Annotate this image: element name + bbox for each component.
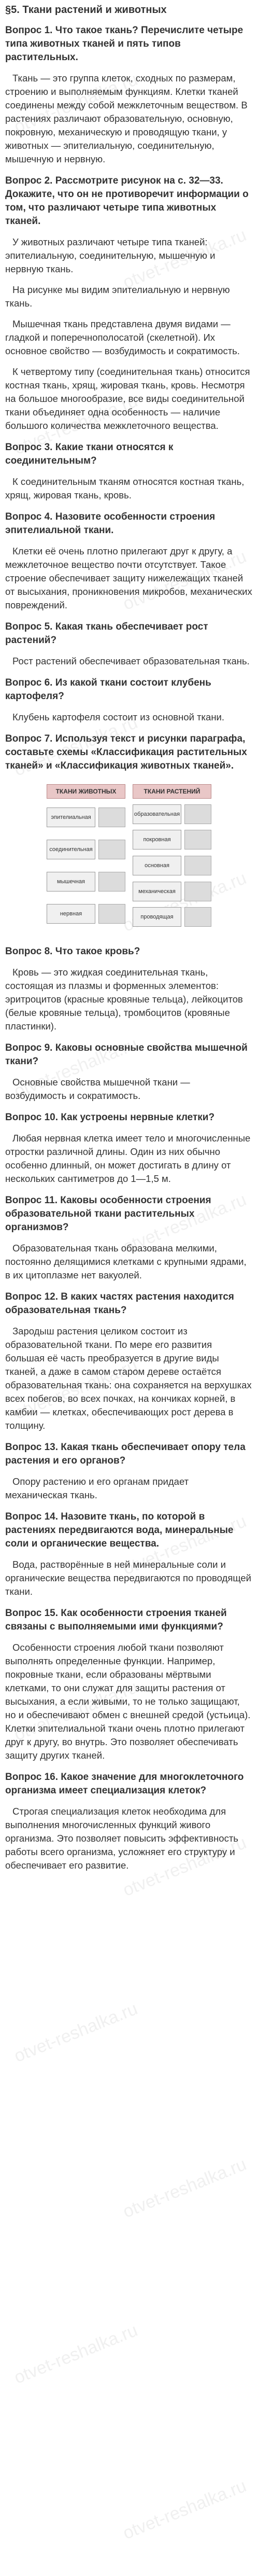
diagram-label: механическая: [133, 881, 181, 901]
question-heading: Вопрос 11. Каковы особенности строения о…: [5, 1195, 211, 1233]
question-heading: Вопрос 3. Какие ткани относятся к соедин…: [5, 442, 174, 466]
qa-item: Вопрос 3. Какие ткани относятся к соедин…: [5, 441, 253, 502]
question-heading: Вопрос 16. Какое значение для многоклето…: [5, 1772, 244, 1796]
qa-item: Вопрос 12. В каких частях растения наход…: [5, 1290, 253, 1432]
answer-paragraph: У животных различают четыре типа тканей:…: [5, 236, 216, 274]
diagram-row: образовательная: [133, 804, 211, 825]
answer-paragraph: Опору растению и его органам придает мех…: [5, 1476, 189, 1500]
qa-item: Вопрос 8. Что такое кровь? Кровь — это жи…: [5, 945, 253, 1033]
question-heading: Вопрос 13. Какая ткань обеспечивает опор…: [5, 1442, 246, 1466]
qa-item: Вопрос 14. Назовите ткань, по которой в …: [5, 1510, 253, 1598]
diagram-label: проводящая: [133, 907, 181, 927]
diagram-row: соединительная: [47, 836, 125, 863]
answer-paragraph: Любая нервная клетка имеет тело и многоч…: [5, 1133, 251, 1184]
animal-column: ТКАНИ ЖИВОТНЫХ эпителиальная соединительн…: [47, 784, 125, 927]
qa-item: Вопрос 9. Каковы основные свойства мышеч…: [5, 1041, 253, 1103]
plant-header: ТКАНИ РАСТЕНИЙ: [133, 784, 211, 799]
watermark: otvet-reshalka.ru: [11, 2320, 140, 2388]
question-heading: Вопрос 8. Что такое кровь?: [5, 946, 140, 957]
qa-item: Вопрос 15. Как особенности строения ткан…: [5, 1607, 253, 1762]
diagram-illustration: [184, 855, 211, 875]
diagram-row: мышечная: [47, 868, 125, 895]
watermark: otvet-reshalka.ru: [120, 2154, 249, 2222]
diagram-row: проводящая: [133, 907, 211, 927]
question-heading: Вопрос 4. Назовите особенности строения …: [5, 511, 216, 536]
answer-paragraph: Ткань — это группа клеток, сходных по ра…: [5, 73, 248, 164]
question-heading: Вопрос 12. В каких частях растения наход…: [5, 1291, 234, 1316]
answer-paragraph: Строгая специализация клеток необходима …: [5, 1806, 238, 1871]
qa-item: Вопрос 4. Назовите особенности строения …: [5, 510, 253, 612]
watermark: otvet-reshalka.ru: [11, 1998, 140, 2067]
diagram-row: эпителиальная: [47, 804, 125, 831]
animal-header: ТКАНИ ЖИВОТНЫХ: [47, 784, 125, 799]
question-heading: Вопрос 5. Какая ткань обеспечивает рост …: [5, 621, 208, 646]
diagram-row: нервная: [47, 900, 125, 927]
answer-paragraph: Особенности строения любой ткани позволя…: [5, 1642, 251, 1761]
question-heading: Вопрос 6. Из какой ткани состоит клубень…: [5, 677, 211, 702]
question-heading: Вопрос 7. Используя текст и рисунки пара…: [5, 733, 247, 771]
diagram-label: основная: [133, 855, 181, 875]
answer-paragraph: Клубень картофеля состоит из основной тк…: [12, 712, 225, 722]
qa-list-part2: Вопрос 8. Что такое кровь? Кровь — это жи…: [5, 945, 253, 1872]
diagram-row: основная: [133, 855, 211, 876]
diagram-label: эпителиальная: [47, 807, 95, 827]
watermark: otvet-reshalka.ru: [120, 2475, 249, 2544]
qa-item: Вопрос 13. Какая ткань обеспечивает опор…: [5, 1441, 253, 1502]
question-heading: Вопрос 10. Как устроены нервные клетки?: [5, 1112, 215, 1123]
diagram-row: механическая: [133, 881, 211, 902]
qa-item: Вопрос 1. Что такое ткань? Перечислите ч…: [5, 24, 253, 166]
diagram-label: образовательная: [133, 804, 181, 824]
answer-paragraph: Основные свойства мышечной ткани — возбу…: [5, 1077, 190, 1101]
question-heading: Вопрос 15. Как особенности строения ткан…: [5, 1608, 227, 1632]
answer-paragraph: Образовательная ткань образована мелкими…: [5, 1243, 247, 1280]
question-heading: Вопрос 1. Что такое ткань? Перечислите ч…: [5, 25, 243, 63]
diagram-illustration: [184, 907, 211, 927]
answer-paragraph: Клетки её очень плотно прилегают друг к …: [5, 546, 252, 610]
diagram-illustration: [98, 840, 125, 859]
answer-paragraph: Кровь — это жидкая соединительная ткань,…: [5, 967, 243, 1032]
diagram-illustration: [184, 881, 211, 901]
section-title: §5. Ткани растений и животных: [5, 4, 167, 16]
qa-item: Вопрос 5. Какая ткань обеспечивает рост …: [5, 620, 253, 668]
answer-paragraph: К соединительным тканям относятся костна…: [5, 476, 245, 500]
diagram-illustration: [184, 830, 211, 850]
answer-paragraph: Зародыш растения целиком состоит из обра…: [5, 1326, 252, 1431]
qa-item: Вопрос 6. Из какой ткани состоит клубень…: [5, 676, 253, 724]
diagram-label: покровная: [133, 830, 181, 850]
diagram-label: нервная: [47, 904, 95, 924]
answer-paragraph: Рост растений обеспечивает образовательн…: [12, 656, 250, 666]
diagram-label: соединительная: [47, 840, 95, 859]
question-heading: Вопрос 14. Назовите ткань, по которой в …: [5, 1511, 234, 1549]
plant-items: образовательная покровная основная механиче…: [133, 804, 211, 927]
qa-item: Вопрос 16. Какое значение для многоклето…: [5, 1771, 253, 1872]
qa-item: Вопрос 10. Как устроены нервные клетки? Л…: [5, 1111, 253, 1186]
answer-paragraph: К четвертому типу (соединительная ткань)…: [5, 366, 250, 431]
question-heading: Вопрос 9. Каковы основные свойства мышеч…: [5, 1042, 248, 1067]
qa-item: Вопрос 2. Рассмотрите рисунок на с. 32—3…: [5, 174, 253, 433]
diagram-illustration: [98, 904, 125, 924]
diagram-label: мышечная: [47, 872, 95, 892]
diagram-row: покровная: [133, 830, 211, 851]
qa-item: Вопрос 11. Каковы особенности строения о…: [5, 1194, 253, 1282]
content: §5. Ткани растений и животных Вопрос 1. …: [5, 4, 253, 1872]
diagram-illustration: [184, 804, 211, 824]
qa-list-part1: Вопрос 1. Что такое ткань? Перечислите ч…: [5, 24, 253, 773]
answer-paragraph: Вода, растворённые в ней минеральные сол…: [5, 1559, 251, 1597]
diagram-illustration: [98, 872, 125, 892]
answer-paragraph: На рисунке мы видим эпителиальную и нерв…: [5, 284, 230, 309]
diagram-illustration: [98, 807, 125, 827]
classification-diagram: ТКАНИ ЖИВОТНЫХ эпителиальная соединительн…: [5, 781, 253, 930]
animal-items: эпителиальная соединительная мышечная нервн…: [47, 804, 125, 927]
qa-item: Вопрос 7. Используя текст и рисунки пара…: [5, 732, 253, 773]
question-heading: Вопрос 2. Рассмотрите рисунок на с. 32—3…: [5, 175, 249, 227]
answer-paragraph: Мышечная ткань представлена двумя видами…: [5, 318, 240, 356]
diagram-frame: ТКАНИ ЖИВОТНЫХ эпителиальная соединительн…: [44, 781, 214, 930]
